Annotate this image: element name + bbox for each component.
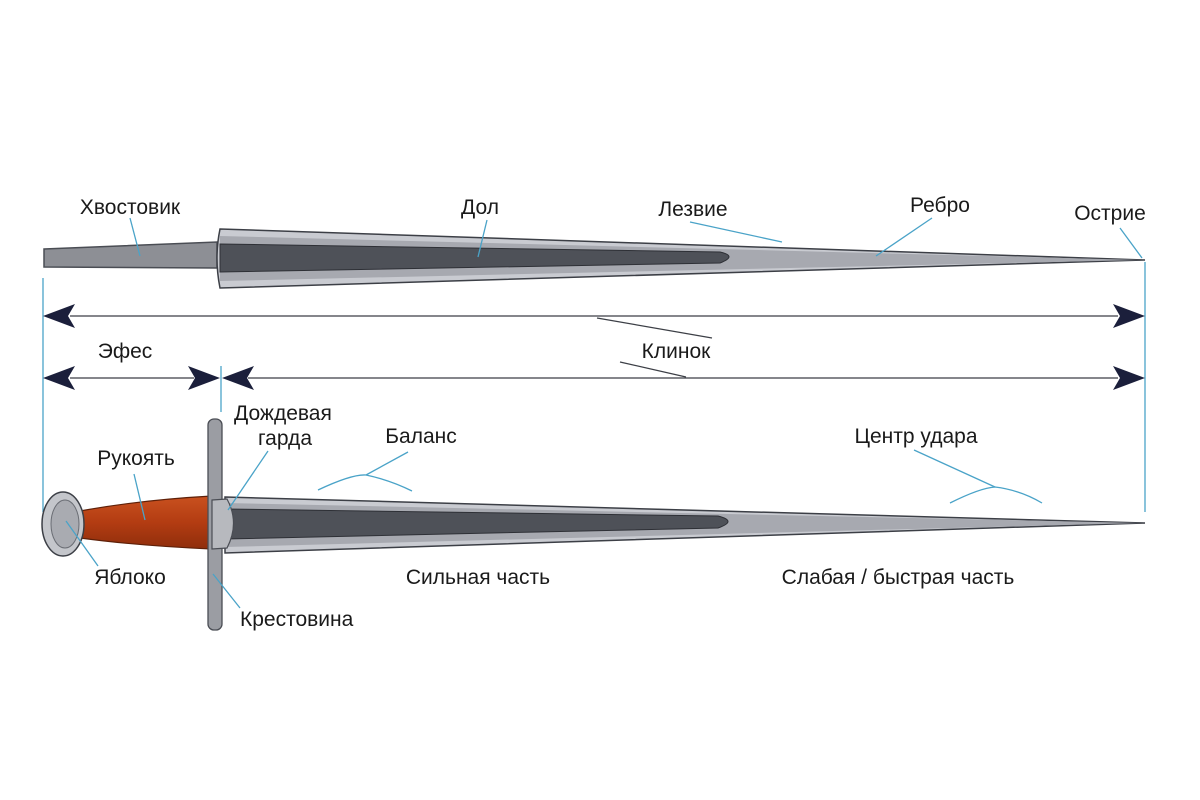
tang-leader — [129, 217, 141, 257]
label-fuller: Дол — [461, 196, 499, 219]
blade-label-leader-1 — [596, 317, 713, 339]
label-balance: Баланс — [385, 425, 457, 448]
pommel-inner — [50, 499, 80, 549]
edge-leader — [689, 221, 783, 243]
label-rib: Ребро — [910, 194, 970, 217]
top-fuller — [219, 243, 730, 273]
center-leader-tail — [913, 449, 996, 488]
label-grip: Рукоять — [97, 447, 175, 470]
label-blade: Клинок — [641, 340, 711, 363]
label-hilt: Эфес — [97, 340, 153, 363]
bottom-leaders — [65, 449, 1043, 609]
pommel-leader — [65, 520, 99, 567]
rain-guard-shape — [211, 498, 235, 550]
label-edge: Лезвие — [658, 198, 728, 221]
crossguard-leader — [212, 573, 241, 609]
label-center-of-percussion: Центр удара — [854, 425, 978, 448]
label-strong-part: Сильная часть — [405, 566, 551, 589]
rib-leader — [875, 217, 933, 257]
fuller-leader — [477, 219, 488, 258]
label-point: Острие — [1074, 202, 1146, 225]
center-leader — [949, 486, 1043, 504]
label-weak-part: Слабая / быстрая часть — [781, 566, 1015, 589]
grip-leader — [133, 473, 146, 521]
label-crossguard: Крестовина — [240, 608, 354, 631]
blade-label-leader-2 — [619, 361, 687, 378]
arrow-left-hilt — [43, 366, 75, 390]
label-rain-guard-2: гарда — [257, 427, 312, 450]
label-tang: Хвостовик — [79, 196, 181, 219]
balance-leader-tail — [365, 451, 409, 476]
arrow-right-blade — [1113, 366, 1145, 390]
top-sword — [43, 228, 1146, 289]
label-pommel: Яблоко — [94, 566, 166, 589]
dimension-lines — [42, 262, 1146, 512]
bottom-sword — [41, 418, 1146, 631]
grip-shape — [79, 495, 213, 550]
bottom-fuller — [224, 508, 729, 540]
tang-shape — [43, 241, 218, 269]
label-rain-guard-1: Дождевая — [234, 402, 332, 425]
point-leader — [1119, 227, 1143, 259]
rain-guard-leader — [227, 450, 269, 511]
arrow-right-full — [1113, 304, 1145, 328]
top-leaders — [129, 217, 1143, 259]
arrow-left-full — [43, 304, 75, 328]
arrow-right-hilt — [188, 366, 220, 390]
balance-leader — [317, 474, 413, 492]
arrow-left-blade — [222, 366, 254, 390]
